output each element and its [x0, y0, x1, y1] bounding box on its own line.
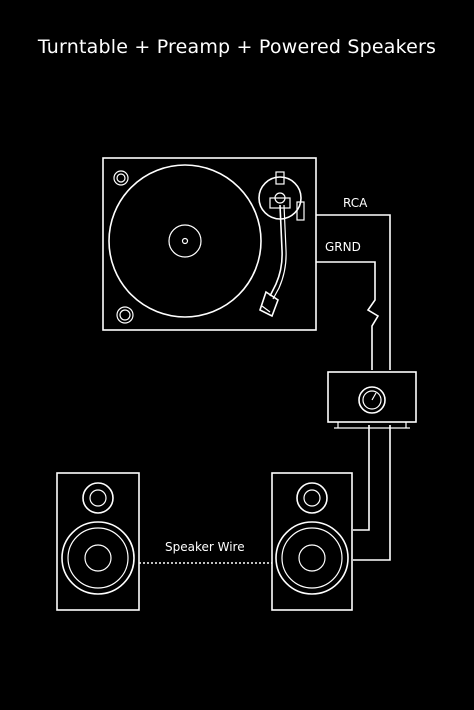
speed-knob: [116, 306, 134, 324]
spindle: [181, 237, 189, 245]
speaker-right: [271, 472, 353, 611]
counterweight: [275, 171, 285, 185]
cables: [316, 214, 391, 561]
turntable: [102, 157, 317, 331]
tweeter: [82, 482, 114, 514]
record-label: [168, 224, 202, 258]
woofer: [61, 521, 135, 595]
preamp-output-cable: [353, 425, 391, 561]
start-knob: [113, 170, 129, 186]
ground-cable: [316, 261, 380, 370]
preamp-output-cable-2: [353, 425, 370, 531]
woofer: [275, 521, 349, 595]
diagram-title: Turntable + Preamp + Powered Speakers: [37, 36, 437, 58]
volume-knob: [358, 386, 386, 414]
headshell: [259, 290, 279, 318]
grnd-label: GRND: [325, 240, 361, 254]
tonearm: [269, 204, 283, 297]
preamp: [327, 371, 417, 429]
tweeter: [296, 482, 328, 514]
platter: [108, 164, 262, 318]
speaker-left: [56, 472, 140, 611]
rca-cable: [316, 214, 391, 370]
speaker-wire-label: Speaker Wire: [165, 540, 245, 554]
rca-label: RCA: [343, 196, 368, 210]
arm-rest: [296, 201, 305, 221]
